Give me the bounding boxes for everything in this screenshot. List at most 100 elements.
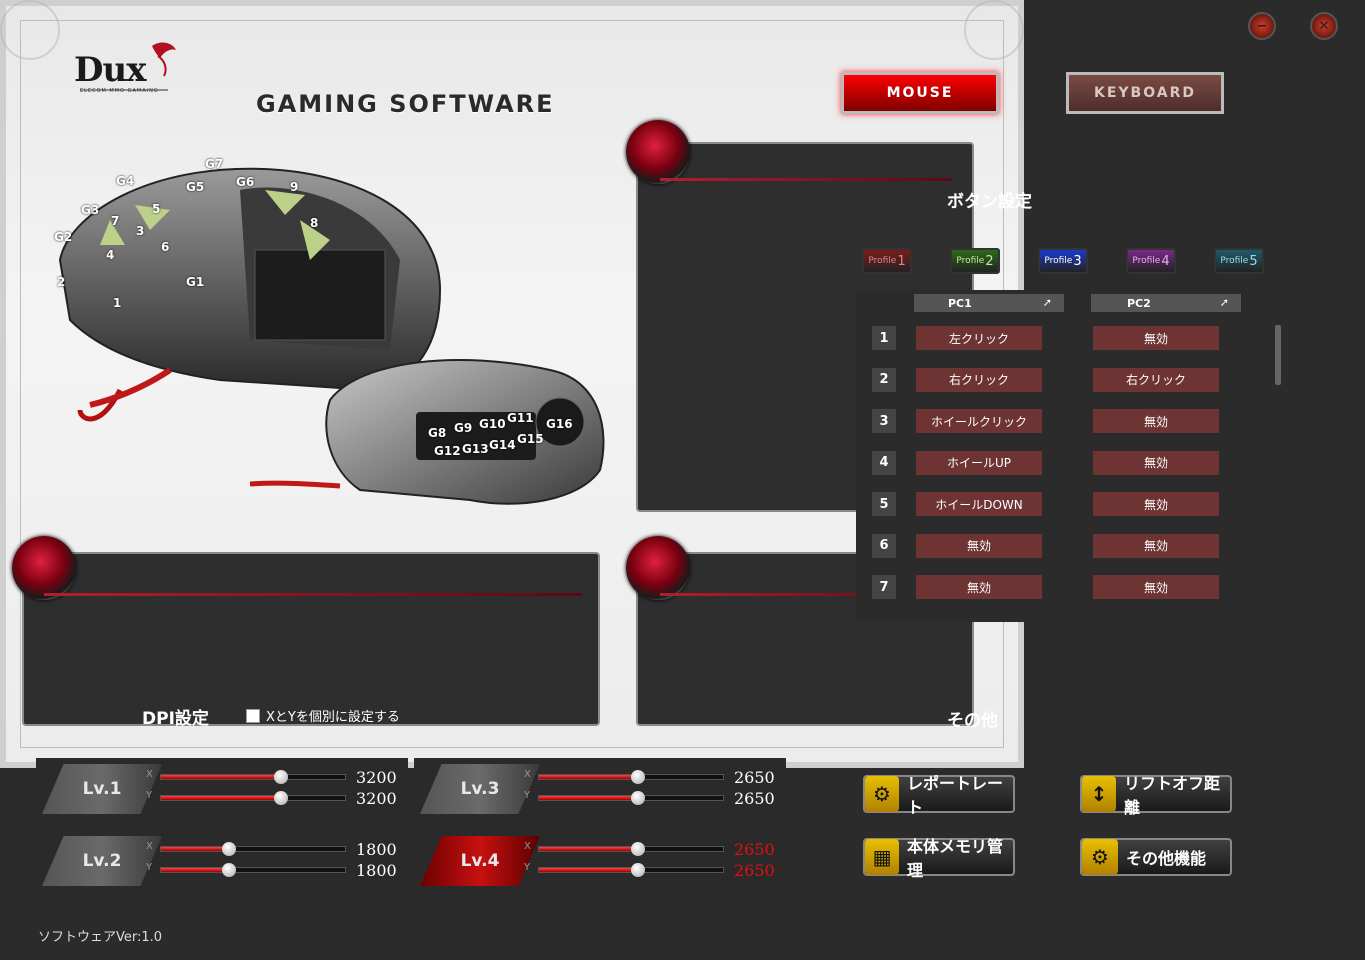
- corner-ornament: [0, 0, 60, 60]
- mouse-button-label: 8: [310, 216, 319, 230]
- minimize-button[interactable]: −: [1248, 12, 1276, 40]
- pc1-assignment-cell[interactable]: ホイールクリック: [916, 409, 1042, 433]
- slider-knob[interactable]: [631, 842, 646, 856]
- pc1-assignment-cell[interactable]: 左クリック: [916, 326, 1042, 350]
- slider-knob[interactable]: [631, 770, 646, 784]
- mouse-button-label: G14: [489, 438, 516, 452]
- slider-knob[interactable]: [273, 791, 288, 805]
- other-functions-button[interactable]: ⚙ その他機能: [1080, 838, 1232, 876]
- dpi-x-slider[interactable]: [538, 770, 724, 784]
- y-axis-label: Y: [146, 862, 153, 873]
- slider-fill: [161, 847, 230, 851]
- pc1-assignment-cell[interactable]: 右クリック: [916, 367, 1042, 392]
- pc2-assignment-cell[interactable]: 無効: [1093, 450, 1219, 475]
- pc1-header-label: PC1: [948, 296, 972, 310]
- mouse-button-label: G15: [517, 432, 544, 446]
- y-axis-label: Y: [524, 790, 531, 801]
- dpi-xy-separate-checkbox[interactable]: [246, 708, 260, 723]
- panel-orb-icon: [12, 536, 76, 600]
- mouse-mode-button[interactable]: MOUSE: [841, 72, 999, 114]
- pc2-assignment-cell[interactable]: 無効: [1093, 533, 1219, 558]
- pc2-assignment-cell[interactable]: 無効: [1093, 326, 1219, 350]
- slider-knob[interactable]: [222, 842, 237, 856]
- dpi-settings-panel: [22, 552, 600, 726]
- slider-fill: [539, 796, 639, 800]
- mouse-button-label: 2: [57, 275, 66, 289]
- dpi-x-slider[interactable]: [538, 842, 724, 856]
- button-settings-title: ボタン設定: [947, 192, 1032, 212]
- pc2-assignment-cell[interactable]: 無効: [1093, 492, 1219, 516]
- mouse-button-label: G2: [54, 230, 73, 244]
- y-axis-label: Y: [524, 862, 531, 873]
- button-table-scrollbar[interactable]: [1275, 325, 1281, 385]
- dpi-y-slider[interactable]: [160, 863, 346, 877]
- panel-divider: [660, 178, 952, 181]
- button-number: 6: [872, 533, 896, 558]
- dpi-y-slider[interactable]: [160, 791, 346, 805]
- pc2-assignment-cell[interactable]: 無効: [1093, 575, 1219, 599]
- slider-knob[interactable]: [631, 791, 646, 805]
- dpi-y-value: 1800: [356, 861, 397, 880]
- corner-ornament: [964, 0, 1024, 60]
- mouse-button-label: G12: [434, 444, 461, 458]
- memory-management-label: 本体メモリ管理: [907, 837, 1004, 880]
- report-rate-label: レポートレート: [907, 774, 1004, 817]
- close-button[interactable]: ✕: [1310, 12, 1338, 40]
- pc2-assignment-cell[interactable]: 右クリック: [1093, 367, 1219, 392]
- slider-knob[interactable]: [273, 770, 288, 784]
- x-axis-label: X: [524, 769, 531, 780]
- liftoff-distance-button[interactable]: ↕ リフトオフ距離: [1080, 774, 1232, 817]
- panel-divider: [660, 593, 952, 596]
- dpi-x-value: 2650: [734, 768, 775, 787]
- pc1-assignment-cell[interactable]: ホイールUP: [916, 450, 1042, 475]
- dpi-y-slider[interactable]: [538, 791, 724, 805]
- dpi-x-value: 2650: [734, 840, 775, 859]
- pc1-assignment-cell[interactable]: 無効: [916, 533, 1042, 558]
- profile-label: Profile: [1044, 256, 1073, 266]
- slider-knob[interactable]: [222, 863, 237, 877]
- dpi-level-badge[interactable]: Lv.3: [420, 764, 540, 814]
- dpi-level-badge[interactable]: Lv.2: [42, 836, 162, 886]
- mouse-button-label: G3: [81, 203, 100, 217]
- profile-label: Profile: [868, 256, 897, 266]
- mouse-button-label: 5: [152, 202, 161, 216]
- keyboard-mode-button[interactable]: KEYBOARD: [1066, 72, 1224, 114]
- gear-icon: ⚙: [1082, 839, 1118, 875]
- dpi-level-badge[interactable]: Lv.4: [420, 836, 540, 886]
- dpi-xy-separate-label: XとYを個別に設定する: [266, 710, 400, 725]
- pc2-assignment-cell[interactable]: 無効: [1093, 409, 1219, 433]
- report-rate-button[interactable]: ⚙ レポートレート: [863, 774, 1015, 817]
- memory-management-button[interactable]: ▦ 本体メモリ管理: [863, 837, 1015, 880]
- dpi-y-value: 2650: [734, 861, 775, 880]
- slider-knob[interactable]: [631, 863, 646, 877]
- software-version: ソフトウェアVer:1.0: [38, 930, 163, 945]
- dpi-y-slider[interactable]: [538, 863, 724, 877]
- profile-number: 3: [1073, 253, 1082, 269]
- mouse-button-label: 1: [113, 296, 122, 310]
- pc1-assignment-cell[interactable]: ホイールDOWN: [916, 492, 1042, 516]
- app-title: GAMING SOFTWARE: [256, 90, 555, 118]
- mouse-button-label: 9: [290, 180, 299, 194]
- pc2-column-header[interactable]: PC2 ➚: [1091, 294, 1241, 312]
- dpi-y-value: 3200: [356, 789, 397, 808]
- dpi-x-slider[interactable]: [160, 770, 346, 784]
- pc1-assignment-cell[interactable]: 無効: [916, 575, 1042, 599]
- slider-fill: [539, 847, 639, 851]
- x-axis-label: X: [146, 769, 153, 780]
- button-number: 4: [872, 450, 896, 475]
- dpi-level-badge[interactable]: Lv.1: [42, 764, 162, 814]
- pc1-column-header[interactable]: PC1 ➚: [914, 294, 1064, 312]
- cursor-gear-icon: ⚙: [865, 776, 900, 812]
- dpi-x-slider[interactable]: [160, 842, 346, 856]
- dpi-xy-separate-option[interactable]: XとYを個別に設定する: [246, 706, 400, 725]
- vertical-arrows-icon: ↕: [1082, 776, 1117, 812]
